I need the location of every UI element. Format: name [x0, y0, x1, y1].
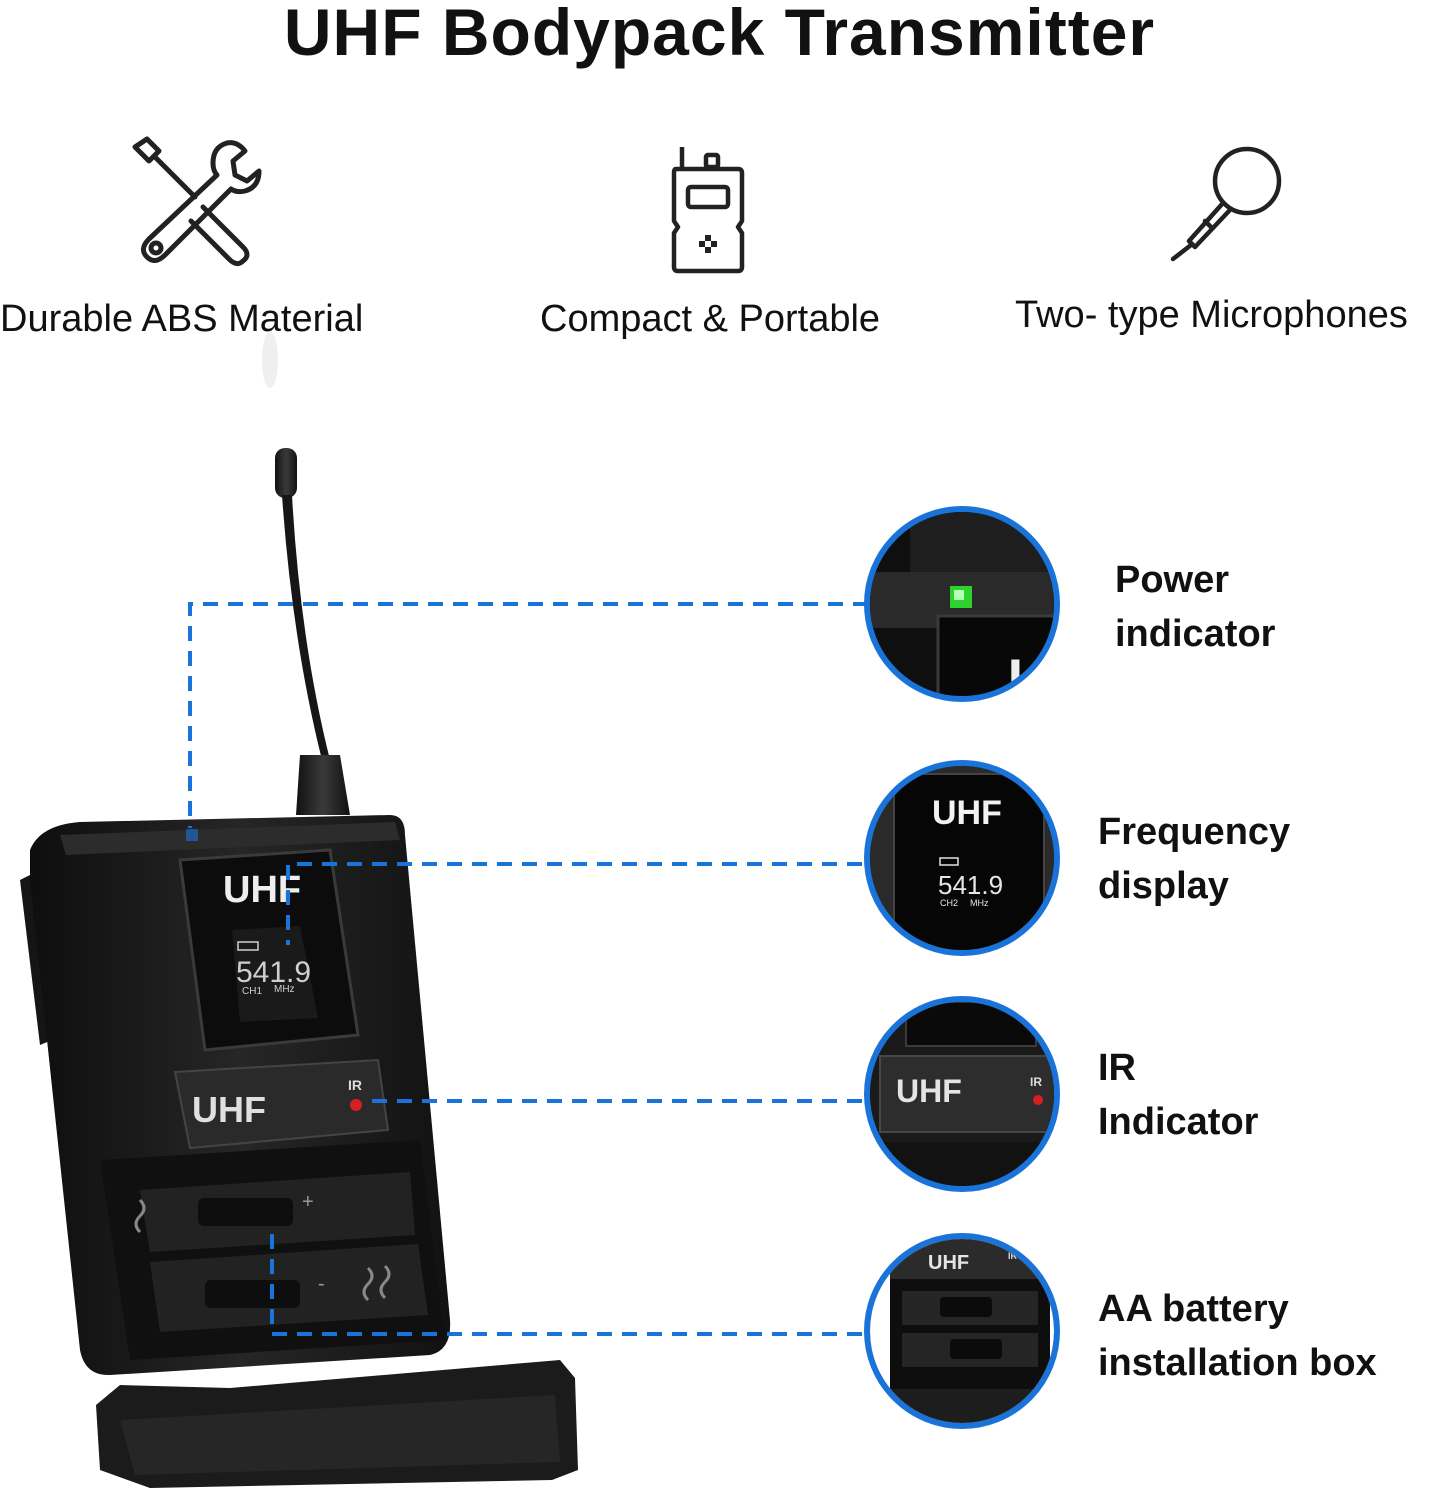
- wrench-screwdriver-icon: [132, 136, 262, 267]
- zoom-ir-brand: UHF: [896, 1073, 962, 1109]
- zoom-display-brand: UHF: [932, 794, 1002, 832]
- walkie-talkie-icon: [671, 147, 745, 274]
- zoom-ir-indicator: UHF IR: [864, 996, 1060, 1192]
- device-frequency: 541.9: [236, 956, 311, 989]
- zoom-ir-label: IR: [1030, 1075, 1042, 1089]
- zoom-battery-brand: UHF: [928, 1252, 969, 1274]
- zoom-battery-ir: IR: [1008, 1251, 1018, 1261]
- zoom-display-frequency: 541.9: [938, 870, 1003, 900]
- zoom-display-channel: CH2: [940, 898, 958, 908]
- page-title: UHF Bodypack Transmitter: [283, 0, 1156, 69]
- zoom-power-indicator: U: [864, 506, 1060, 702]
- device-panel-brand: UHF: [192, 1089, 266, 1130]
- device-unit: MHz: [274, 984, 295, 995]
- zoom-battery-box: UHF IR: [864, 1233, 1060, 1429]
- feature-label-microphones: Two- type Microphones: [1015, 294, 1408, 336]
- ir-led: [350, 1099, 362, 1111]
- device-ir-label: IR: [348, 1077, 362, 1093]
- bodypack-transmitter: UHF 541.9 CH1 MHz UHF IR + -: [20, 332, 578, 1488]
- zoom-display-unit: MHz: [970, 898, 989, 908]
- device-channel: CH1: [242, 986, 262, 997]
- plus-glyph: +: [302, 1191, 314, 1213]
- feature-label-durable: Durable ABS Material: [0, 298, 364, 340]
- minus-glyph: -: [318, 1273, 325, 1295]
- microphone-icon: [1170, 146, 1282, 262]
- zoom-frequency-display: UHF 541.9 CH2 MHz: [864, 760, 1060, 956]
- feature-label-compact: Compact & Portable: [540, 298, 881, 340]
